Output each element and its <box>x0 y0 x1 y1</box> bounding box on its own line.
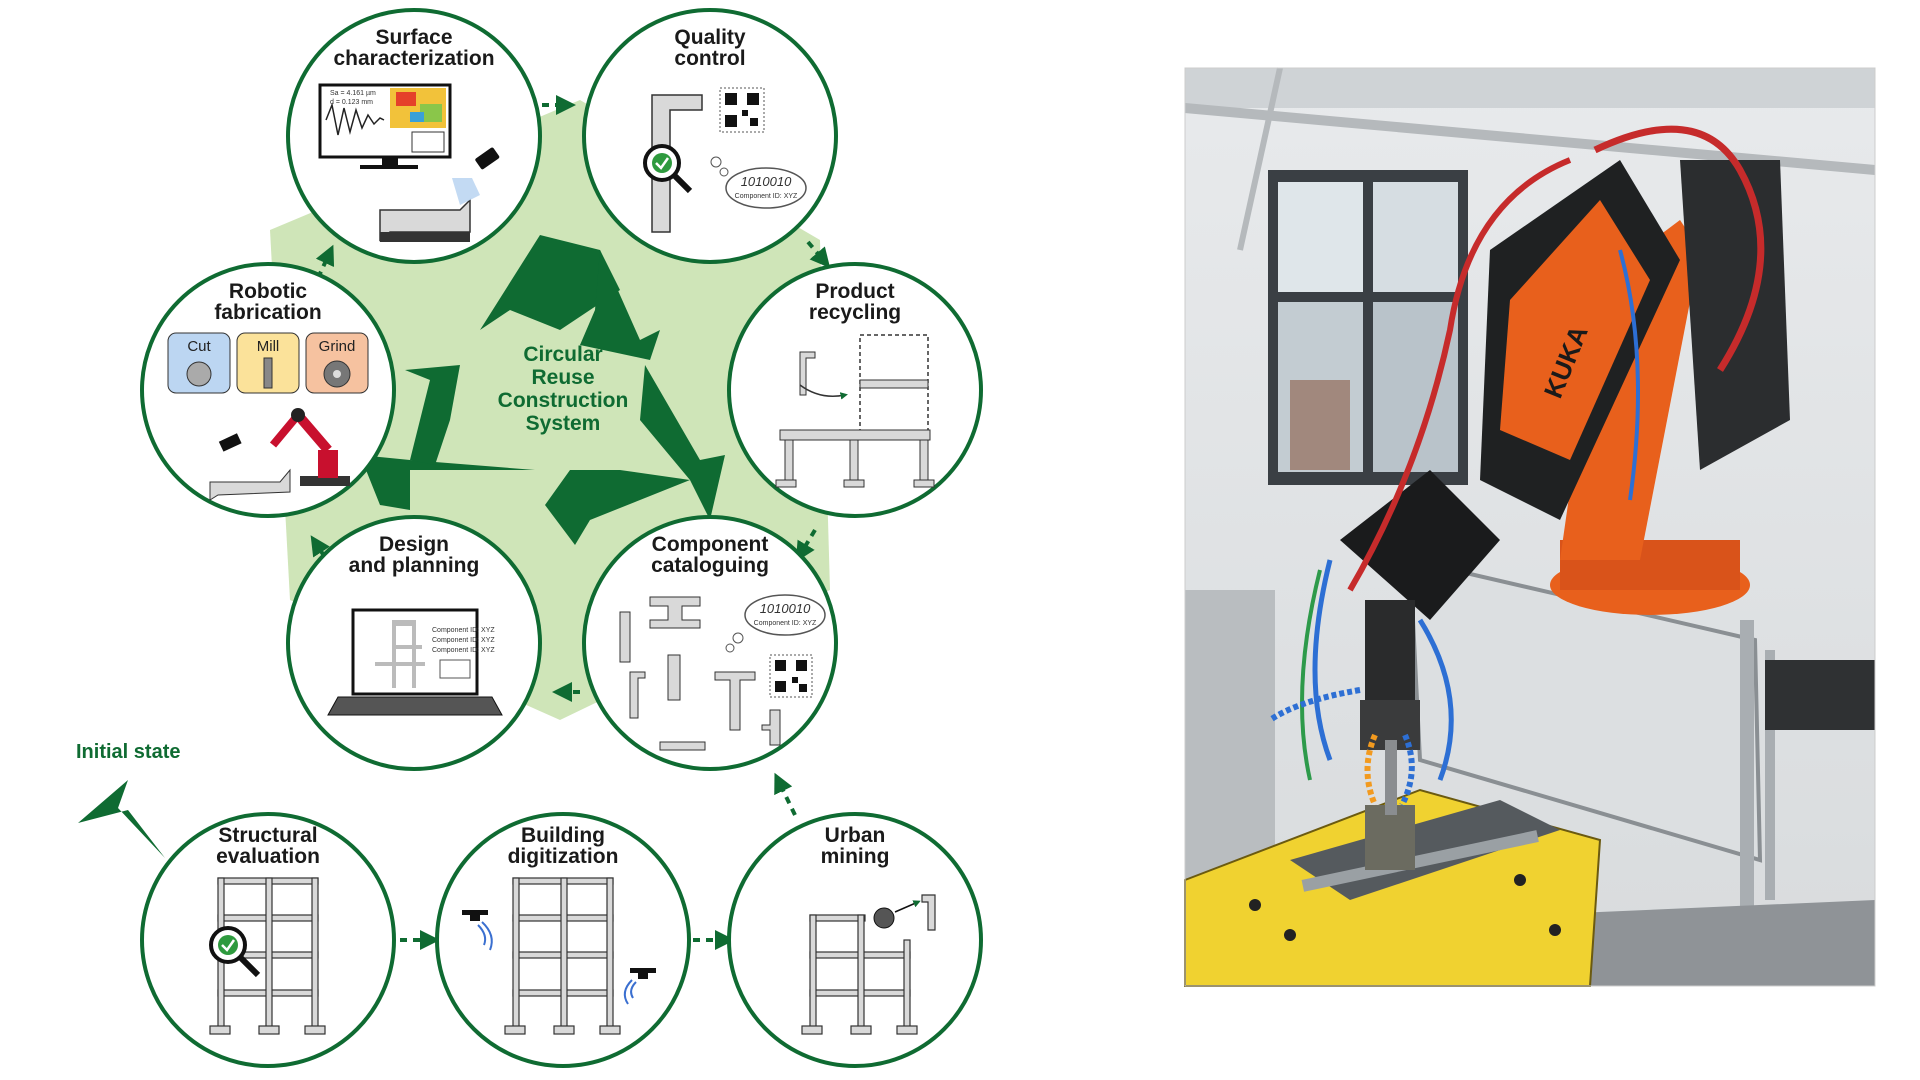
center-label-line: Construction <box>498 389 629 412</box>
thought-cloud: 1010010 Component ID: XYZ <box>710 156 807 209</box>
tool-mill: Mill <box>236 332 300 394</box>
node-title: fabrication <box>214 301 321 324</box>
tool-label: Mill <box>257 338 280 355</box>
binary-code: 1010010 <box>741 174 792 189</box>
node-building-digitization: Building digitization <box>435 812 691 1068</box>
tool-label: Cut <box>187 338 211 355</box>
component-id: Component ID: XYZ <box>735 193 798 200</box>
qr-code-icon <box>719 87 765 133</box>
tool-label: Grind <box>319 338 356 355</box>
node-title: Building <box>521 824 605 847</box>
magnifier-check-icon <box>209 926 261 978</box>
binary-code: 1010010 <box>760 601 811 616</box>
node-title: characterization <box>333 47 494 70</box>
qr-code-icon <box>769 654 813 698</box>
drone-icon <box>462 910 493 951</box>
thought-cloud: 1010010 Component ID: XYZ <box>725 594 826 653</box>
circular-reuse-diagram: Circular Reuse Construction System Initi… <box>76 8 983 1068</box>
node-title: cataloguing <box>651 554 769 577</box>
magnifier-check-icon <box>643 144 693 194</box>
window <box>1268 170 1468 485</box>
node-component-cataloguing: Component cataloguing 1010010 <box>582 515 838 771</box>
initial-state-arrow <box>78 780 165 858</box>
surface-readout: d = 0.123 mm <box>330 99 373 106</box>
node-title: Product <box>815 280 894 303</box>
component-id: Component ID: XYZ <box>754 620 817 627</box>
monitor-icon: Sa = 4.161 µm d = 0.123 mm <box>318 83 452 169</box>
scanned-block-icon <box>379 147 500 242</box>
node-design-planning: Design and planning Component ID: XYZ Co… <box>286 515 542 771</box>
node-urban-mining: Urban mining <box>727 812 983 1068</box>
work-table <box>1184 788 1602 987</box>
building-frame-icon <box>504 877 621 1035</box>
node-title: and planning <box>349 554 480 577</box>
design-component-id: Component ID: XYZ <box>432 637 495 644</box>
node-title: Urban <box>825 824 886 847</box>
node-title: recycling <box>809 301 901 324</box>
saw-blade-icon <box>873 907 895 929</box>
node-title: Design <box>379 533 449 556</box>
recycle-symbol <box>360 235 725 545</box>
design-component-id: Component ID: XYZ <box>432 647 495 654</box>
node-title: control <box>674 47 745 70</box>
node-title: evaluation <box>216 845 320 868</box>
partial-building-icon <box>801 894 936 1035</box>
drone-icon <box>623 968 656 1005</box>
node-title: Quality <box>674 26 746 49</box>
node-structural-evaluation: Structural evaluation <box>140 812 396 1068</box>
robot-cell-photo: KUKA <box>1184 67 1876 987</box>
tool-cut: Cut <box>167 332 231 394</box>
node-quality-control: Quality control 1010010 <box>582 8 838 264</box>
node-title: Robotic <box>229 280 307 303</box>
robot-arm: KUKA <box>1268 125 1790 815</box>
node-title: Surface <box>375 26 452 49</box>
laptop-icon: Component ID: XYZ Component ID: XYZ Comp… <box>327 608 503 716</box>
node-title: digitization <box>508 845 619 868</box>
surface-readout: Sa = 4.161 µm <box>330 90 376 97</box>
center-label: Circular Reuse Construction System <box>498 343 629 435</box>
center-label-line: Circular <box>523 343 602 366</box>
node-title: mining <box>821 845 890 868</box>
node-product-recycling: Product recycling <box>727 262 983 518</box>
initial-state-label: Initial state <box>76 741 180 763</box>
node-title: Component <box>652 533 769 556</box>
center-label-line: System <box>526 412 601 435</box>
tool-grind: Grind <box>305 332 369 394</box>
node-surface-characterization: Surface characterization Sa = 4.161 µm d… <box>286 8 542 264</box>
node-title: Structural <box>218 824 317 847</box>
node-robotic-fabrication: Robotic fabrication Cut Mill Grind <box>140 262 396 518</box>
center-label-line: Reuse <box>531 366 594 389</box>
robot-arm-icon <box>209 408 350 501</box>
design-component-id: Component ID: XYZ <box>432 627 495 634</box>
